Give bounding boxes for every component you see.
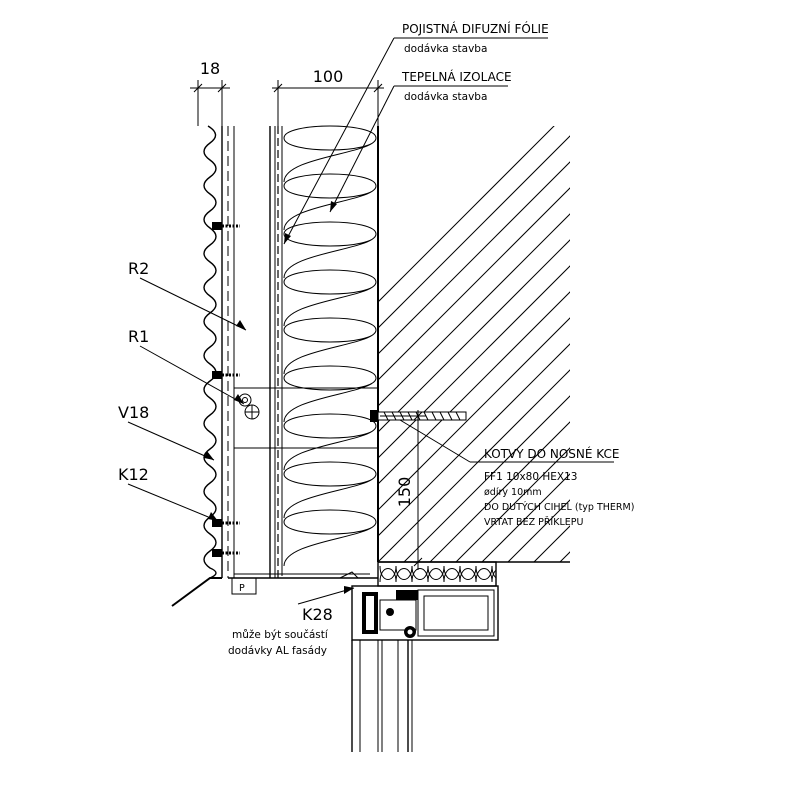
dimension-150-label: 150 — [395, 477, 414, 508]
wavy-cladding-sheet — [203, 125, 217, 579]
dimension-100-label: 100 — [313, 67, 344, 86]
annotation-texts: POJISTNÁ DIFUZNÍ FÓLIE dodávka stavba TE… — [118, 21, 634, 657]
label-r2: R2 — [128, 259, 149, 278]
insulation-title: TEPELNÁ IZOLACE — [401, 69, 512, 84]
dimension-insulation: 100 — [272, 67, 384, 126]
label-v18: V18 — [118, 403, 149, 422]
cladding-screw-4 — [212, 549, 240, 557]
thermal-insulation — [281, 125, 377, 576]
window-frame — [351, 585, 499, 752]
anchors-line4: VRTAT BEZ PŘÍKLEPU — [484, 516, 583, 528]
cladding-screw-2 — [212, 371, 240, 379]
foil-supply: dodávka stavba — [404, 43, 487, 55]
bearing-wall — [377, 126, 570, 563]
dimension-18-label: 18 — [200, 59, 220, 78]
label-r1: R1 — [128, 327, 149, 346]
leader-lines — [127, 37, 614, 605]
cladding-screw-1 — [212, 222, 240, 230]
bottom-flashing — [171, 571, 378, 607]
anchors-title: KOTVY DO NOSNÉ KCE — [484, 446, 619, 461]
k28-note-line1: může být součástí — [232, 629, 329, 641]
insulation-supply: dodávka stavba — [404, 91, 487, 103]
anchors-line2: ødíry 10mm — [484, 487, 542, 498]
cladding-screw-3 — [212, 519, 240, 527]
dimension-anchor-height: 150 — [380, 410, 426, 570]
foil-title: POJISTNÁ DIFUZNÍ FÓLIE — [402, 21, 549, 36]
label-k28: K28 — [302, 605, 333, 624]
sill-insulation — [377, 561, 497, 587]
k28-note-line2: dodávky AL fasády — [228, 645, 327, 657]
label-p: P — [239, 583, 245, 594]
bracket-r1 — [233, 387, 379, 449]
label-k12: K12 — [118, 465, 149, 484]
dimension-cladding-gap: 18 — [190, 59, 230, 126]
anchors-line1: FF1 10x80 HEX13 — [484, 471, 577, 483]
anchors-line3: DO DUTÝCH CIHEL (typ THERM) — [484, 501, 634, 513]
vertical-profile-r2 — [269, 126, 276, 578]
cladding-rail — [221, 126, 235, 578]
